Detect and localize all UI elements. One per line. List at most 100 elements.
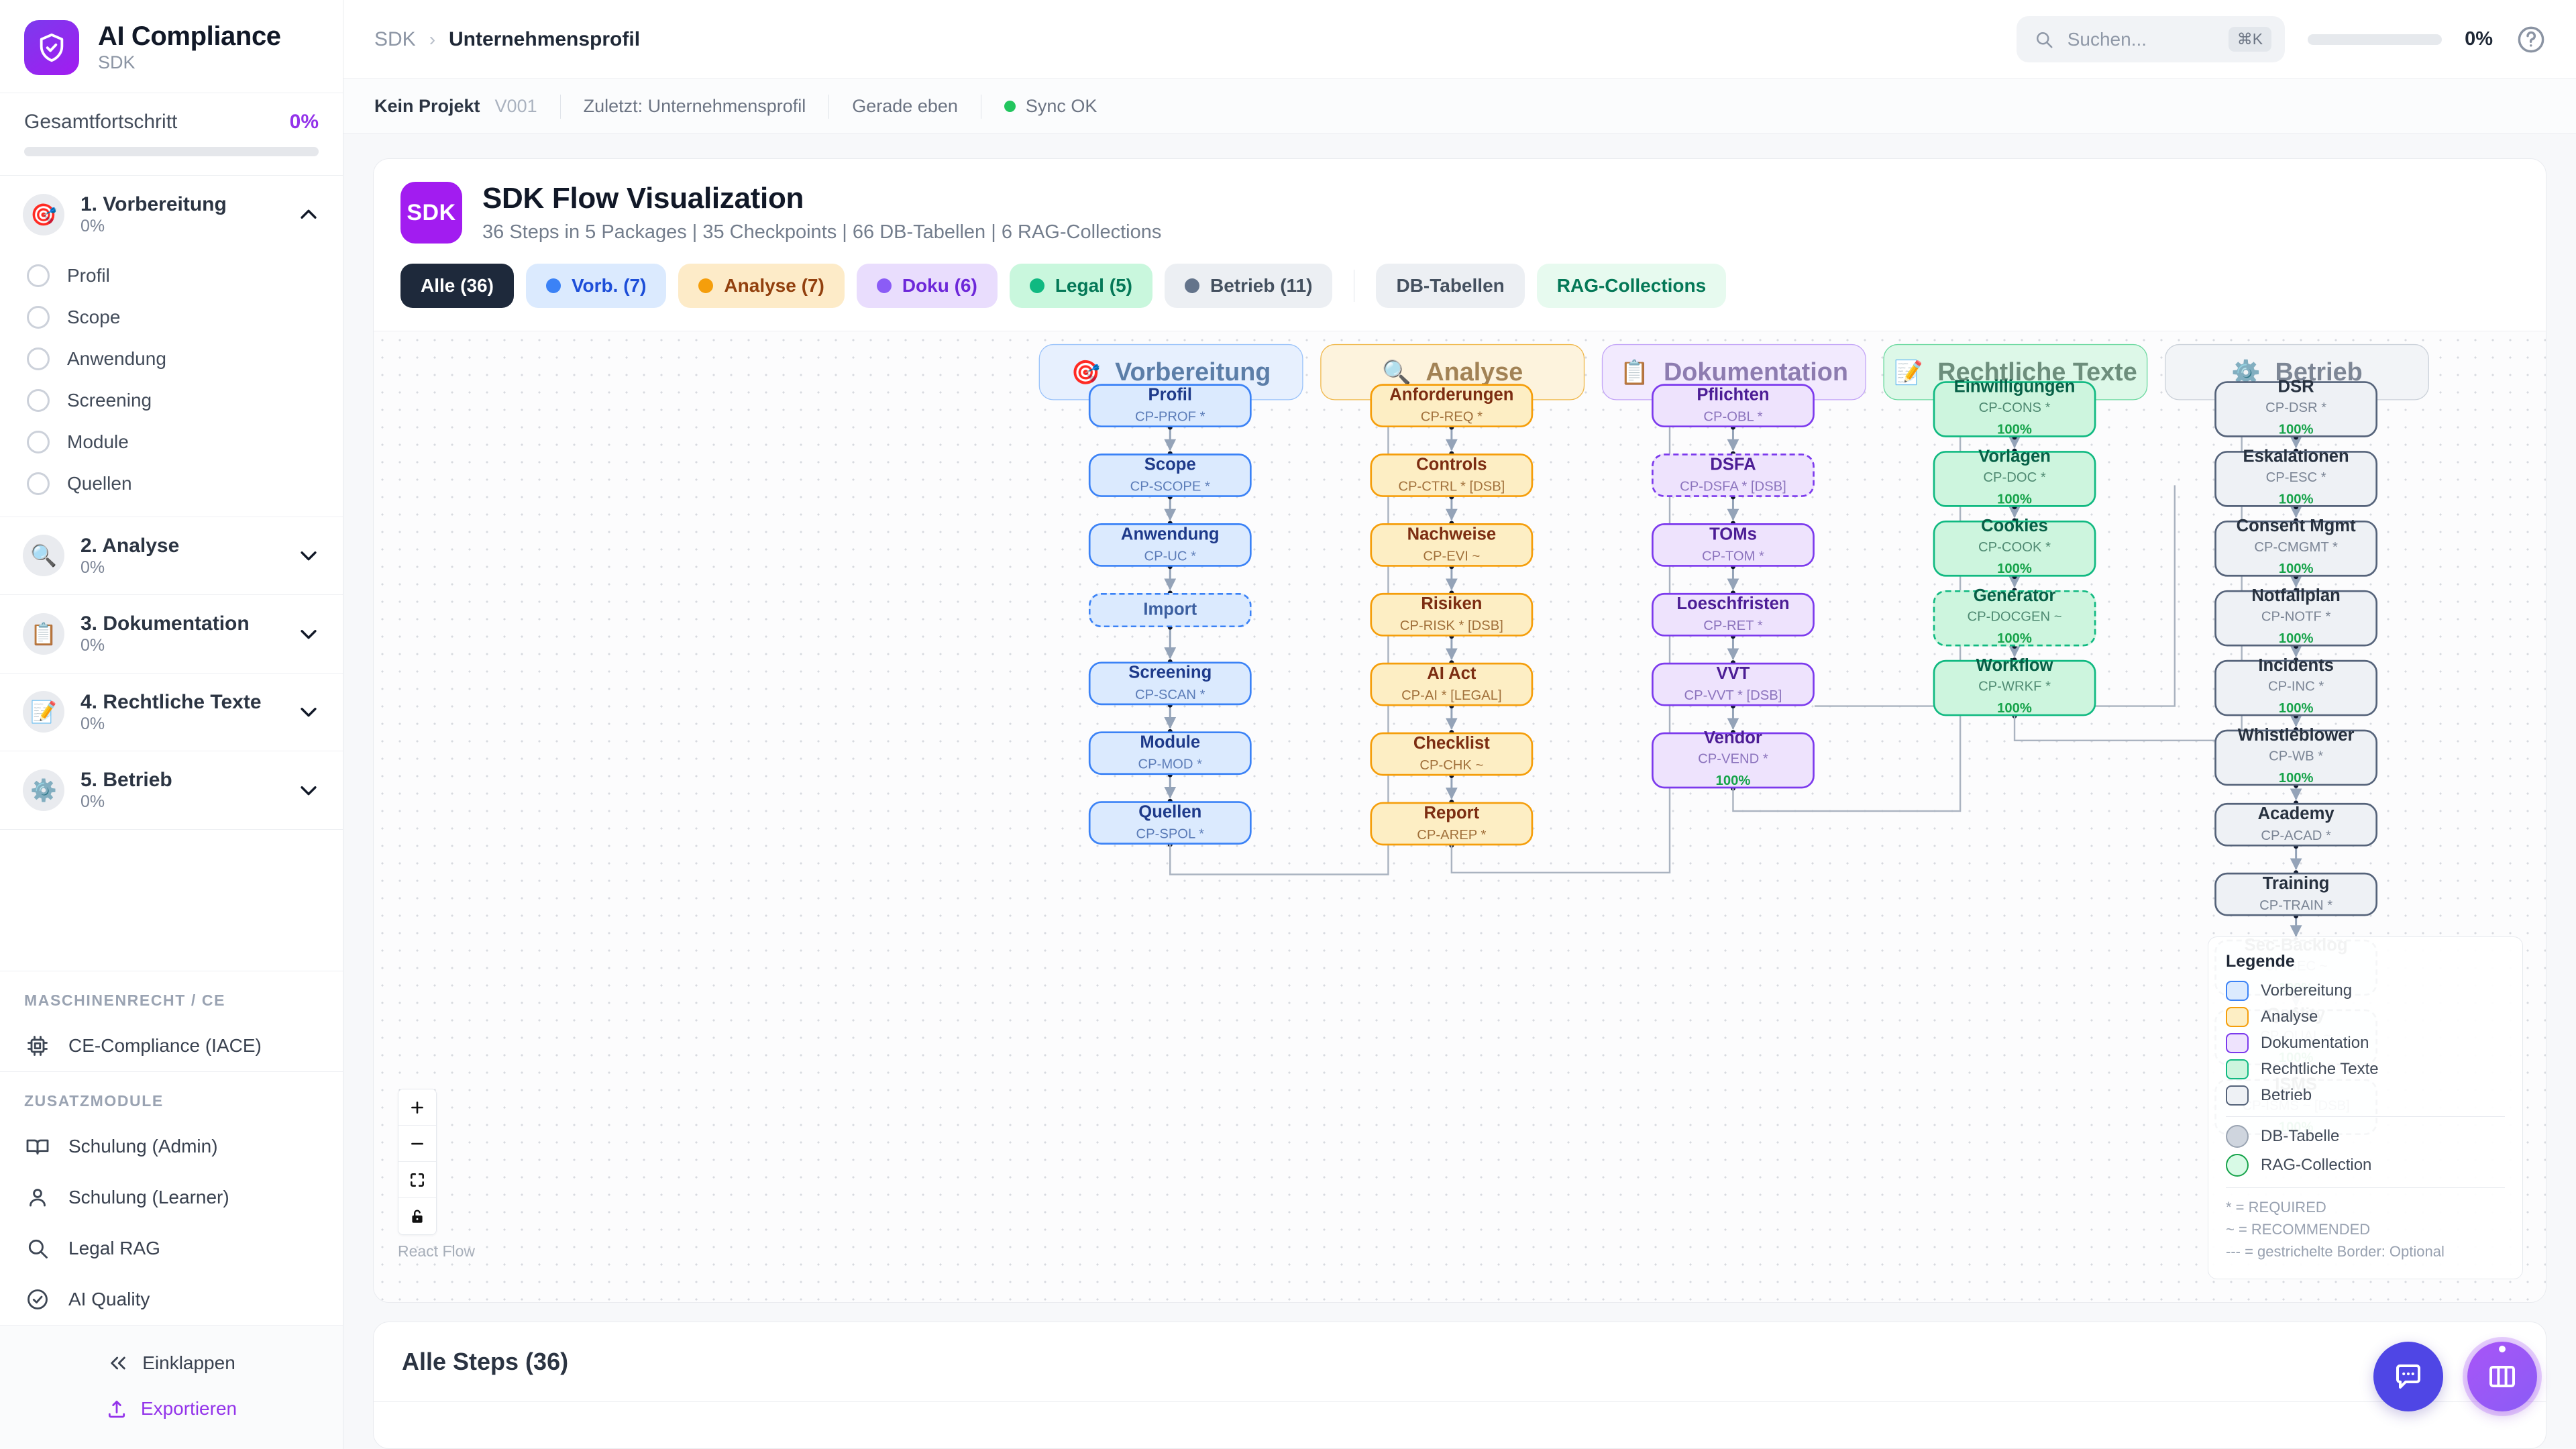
filter-chip-alle-36[interactable]: Alle (36) [400,264,514,308]
status-radio[interactable] [27,430,50,453]
sidebar-item-label: Schulung (Learner) [68,1187,229,1208]
sidebar-item-screening[interactable]: Screening [0,380,343,421]
chip-label: Alle (36) [421,275,494,296]
phase-icon: 🎯 [23,193,64,235]
filter-chip-betrieb-11[interactable]: Betrieb (11) [1164,264,1333,308]
legend-swatch [2226,1059,2249,1079]
status-radio[interactable] [27,472,50,495]
phase-percent: 0% [80,636,105,655]
legend-item-analyse: Analyse [2226,1007,2505,1027]
node-title: TOMs [1709,525,1757,545]
filter-chip-db-tabellen[interactable]: DB-Tabellen [1376,264,1525,308]
filter-chip-legal-5[interactable]: Legal (5) [1009,264,1152,308]
breadcrumb-root[interactable]: SDK [374,28,416,50]
sidebar-item-schulung-admin[interactable]: Schulung (Admin) [0,1121,343,1172]
sidebar-footer: Einklappen Exportieren [0,1325,343,1449]
filter-chip-analyse-7[interactable]: Analyse (7) [678,264,845,308]
chevron-up-icon [301,209,317,219]
overall-progress-bar [24,147,319,156]
flow-node-import[interactable]: Import [1088,592,1252,628]
chat-fab[interactable] [2373,1342,2443,1411]
sidebar-item-anwendung[interactable]: Anwendung [0,338,343,380]
search-box[interactable]: ⌘K [2016,16,2286,62]
filter-chip-rag-collections[interactable]: RAG-Collections [1536,264,1727,308]
search-input[interactable] [2067,28,2215,50]
panel-fab[interactable] [2467,1342,2537,1411]
node-code: CP-AI * [LEGAL] [1401,688,1502,704]
node-title: Screening [1128,663,1212,683]
phase-title: 1. Vorbereitung [80,193,227,215]
section-title-machine: MASCHINENRECHT / CE [24,991,226,1009]
status-radio[interactable] [27,264,50,287]
node-percent: 100% [1997,631,2032,647]
status-radio[interactable] [27,388,50,412]
status-version: V001 [494,96,537,116]
filter-chip-doku-6[interactable]: Doku (6) [856,264,998,308]
status-radio[interactable] [27,305,50,329]
sidebar-item-module[interactable]: Module [0,421,343,463]
lock-button[interactable] [398,1198,436,1234]
filter-chip-vorb-7[interactable]: Vorb. (7) [525,264,667,308]
sidebar-item-legal-rag[interactable]: Legal RAG [0,1223,343,1274]
sidebar-item-schulung-learner[interactable]: Schulung (Learner) [0,1172,343,1223]
zoom-in-button[interactable] [398,1089,436,1126]
sidebar-item-ai-quality[interactable]: AI Quality [0,1274,343,1325]
status-radio[interactable] [27,347,50,370]
node-code: CP-VVT * [DSB] [1684,688,1782,704]
brand[interactable]: AI Compliance SDK [0,0,343,93]
legend-label: Rechtliche Texte [2261,1060,2379,1078]
sidebar-item-quellen[interactable]: Quellen [0,463,343,504]
flow-canvas[interactable]: 🎯Vorbereitung🔍Analyse📋Dokumentation📝Rech… [374,331,2546,1302]
sidebar-item-scope[interactable]: Scope [0,297,343,338]
collapse-sidebar-button[interactable]: Einklappen [0,1340,343,1386]
sidebar-item-profil[interactable]: Profil [0,255,343,297]
chevron-down-icon [301,551,317,561]
fit-view-button[interactable] [398,1162,436,1198]
sidebar-item-ce-compliance[interactable]: CE-Compliance (IACE) [0,1020,343,1071]
chevron-down-icon [301,629,317,639]
zoom-out-button[interactable] [398,1126,436,1162]
status-last: Zuletzt: Unternehmensprofil [583,96,806,116]
help-circle-icon[interactable] [2516,24,2546,55]
legend-item-rechtliche-texte: Rechtliche Texte [2226,1059,2505,1079]
breadcrumb: SDK › Unternehmensprofil [374,28,640,51]
export-button[interactable]: Exportieren [0,1386,343,1432]
